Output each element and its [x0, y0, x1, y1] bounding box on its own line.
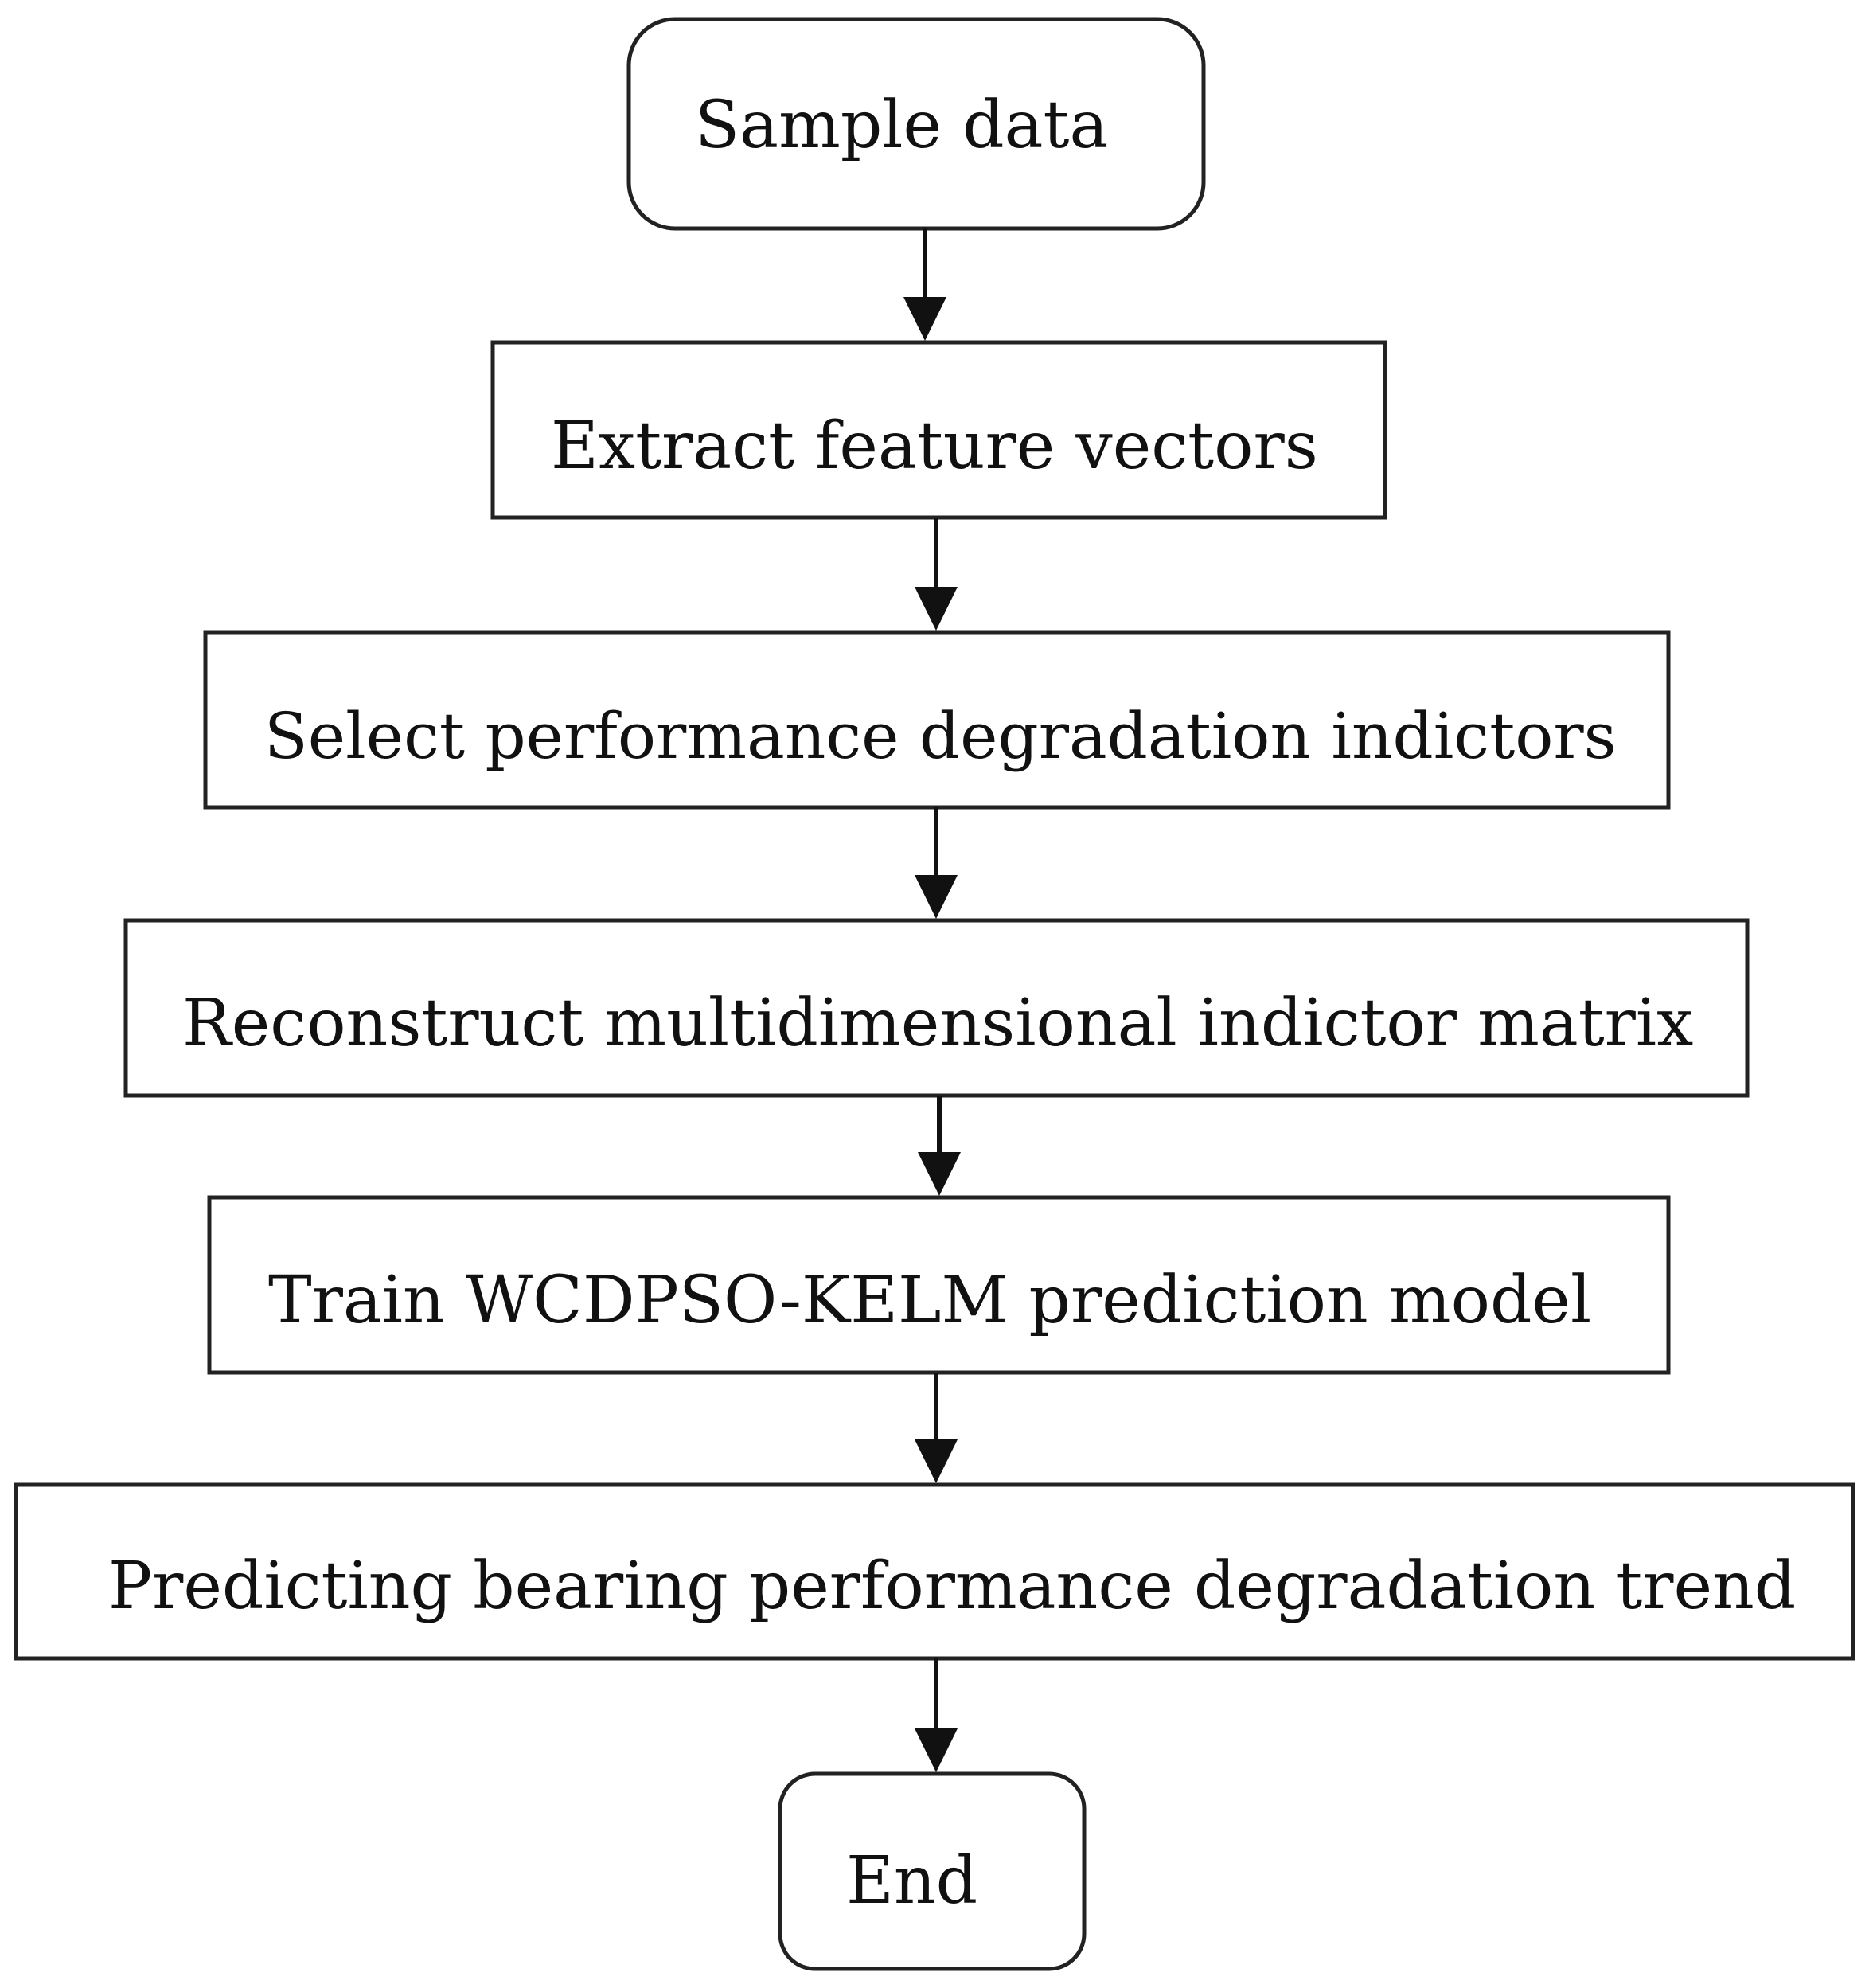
node-label-sample-data: Sample data — [695, 88, 1108, 163]
arrow-predicting-bearing-performance-degradation-trend-to-end — [915, 1658, 958, 1772]
node-end: End — [778, 1771, 1087, 1971]
node-box-sample-data — [626, 17, 1206, 231]
arrow-train-wcdpso-kelm-prediction-model-to-predicting-bearing-performance-degradation-trend — [915, 1373, 958, 1483]
node-predicting-bearing-performance-degradation-trend: Predicting bearing performance degradati… — [14, 1482, 1855, 1661]
node-box-end — [778, 1771, 1087, 1971]
node-select-performance-degradation-indictors: Select performance degradation indictors — [203, 630, 1671, 810]
node-label-select-performance-degradation-indictors: Select performance degradation indictors — [264, 699, 1617, 773]
node-label-predicting-bearing-performance-degradation-trend: Predicting bearing performance degradati… — [108, 1549, 1796, 1624]
node-label-train-wcdpso-kelm-prediction-model: Train WCDPSO-KELM prediction model — [268, 1263, 1591, 1338]
node-train-wcdpso-kelm-prediction-model: Train WCDPSO-KELM prediction model — [207, 1195, 1671, 1375]
node-label-extract-feature-vectors: Extract feature vectors — [551, 408, 1318, 484]
node-reconstruct-multidimensional-indictor-matrix: Reconstruct multidimensional indictor ma… — [123, 918, 1750, 1098]
arrow-extract-feature-vectors-to-select-performance-degradation-indictors — [915, 518, 958, 631]
node-box-extract-feature-vectors — [490, 340, 1387, 520]
arrow-reconstruct-multidimensional-indictor-matrix-to-train-wcdpso-kelm-prediction-model — [918, 1096, 961, 1196]
node-label-reconstruct-multidimensional-indictor-matrix: Reconstruct multidimensional indictor ma… — [182, 986, 1693, 1061]
node-label-end: End — [846, 1843, 977, 1919]
node-box-select-performance-degradation-indictors — [203, 630, 1671, 810]
node-extract-feature-vectors: Extract feature vectors — [490, 340, 1387, 520]
node-box-train-wcdpso-kelm-prediction-model — [207, 1195, 1671, 1375]
arrow-sample-data-to-extract-feature-vectors — [903, 228, 946, 341]
arrow-select-performance-degradation-indictors-to-reconstruct-multidimensional-indictor-matrix — [915, 807, 958, 919]
node-box-reconstruct-multidimensional-indictor-matrix — [123, 918, 1750, 1098]
node-sample-data: Sample data — [626, 17, 1206, 231]
